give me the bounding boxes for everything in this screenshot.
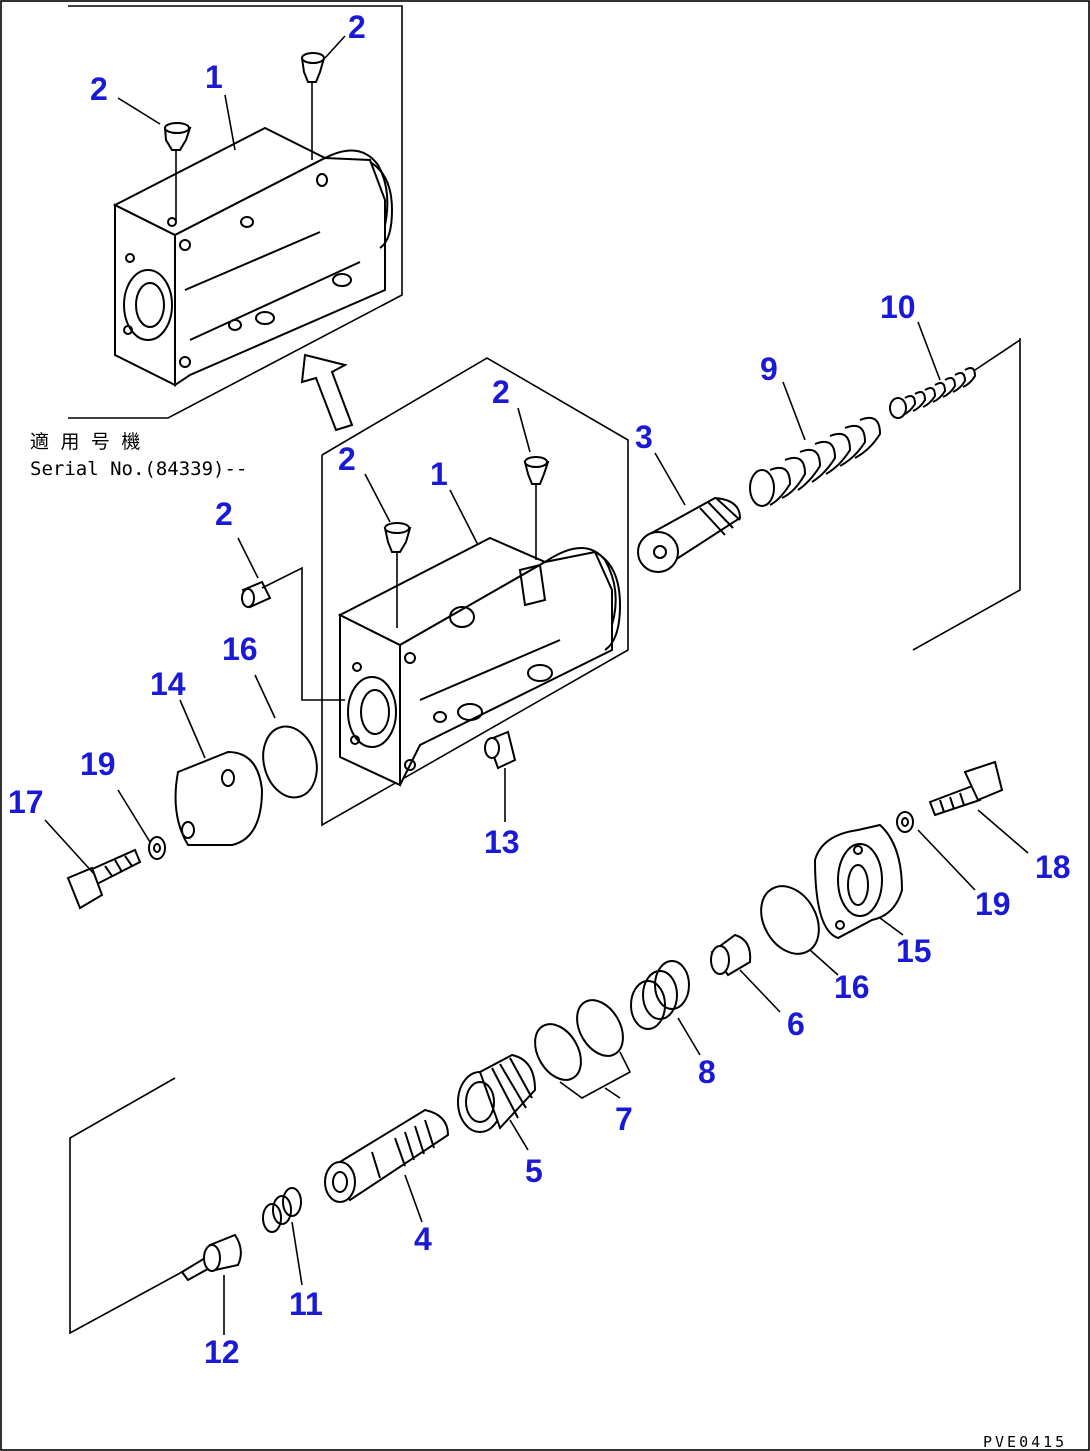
valve-body-main <box>337 536 622 787</box>
callout-8: 8 <box>698 1054 716 1090</box>
o-ring-part-7 <box>534 999 632 1099</box>
plug-part-2-upper-left <box>163 122 192 222</box>
bolt-part-18 <box>928 760 1004 817</box>
plug-part-6 <box>710 933 752 977</box>
pin-part-12 <box>180 1233 242 1282</box>
washer-part-19-right <box>896 811 914 833</box>
bolt-part-17 <box>66 848 142 910</box>
right-upper-frame <box>912 338 1021 651</box>
cover-part-15 <box>813 823 904 940</box>
callout-labels: 2 1 2 10 9 2 3 2 1 2 16 14 19 17 13 18 1… <box>8 9 1071 1370</box>
plug-part-2-main-right <box>523 456 550 560</box>
callout-2: 2 <box>338 441 356 477</box>
spring-part-9 <box>749 416 882 507</box>
callout-16: 16 <box>834 969 870 1005</box>
direction-arrow <box>300 353 354 432</box>
spring-part-11 <box>262 1187 302 1233</box>
main-box <box>321 357 629 827</box>
callout-15: 15 <box>896 933 932 969</box>
callout-2: 2 <box>348 9 366 45</box>
plug-part-2-side <box>241 566 345 701</box>
spring-part-8 <box>630 960 690 1030</box>
callout-10: 10 <box>880 289 916 325</box>
callout-13: 13 <box>484 824 520 860</box>
callout-19: 19 <box>975 886 1011 922</box>
callout-9: 9 <box>760 351 778 387</box>
applicable-serial-note: Serial No.(84339)-- <box>30 458 247 480</box>
callout-7: 7 <box>615 1101 633 1137</box>
callout-4: 4 <box>414 1221 432 1257</box>
spool-part-3 <box>637 496 742 573</box>
callout-1: 1 <box>430 456 448 492</box>
callout-16: 16 <box>222 631 258 667</box>
washer-part-19-left <box>148 836 166 860</box>
callout-18: 18 <box>1035 849 1071 885</box>
callout-12: 12 <box>204 1334 240 1370</box>
drawing-code: PVE0415 <box>983 1433 1067 1451</box>
callout-6: 6 <box>787 1006 805 1042</box>
callout-1: 1 <box>205 59 223 95</box>
leader-lines <box>44 35 1029 1335</box>
callout-17: 17 <box>8 784 44 820</box>
callout-19: 19 <box>80 746 116 782</box>
applicable-serial-note-jp: 適 用 号 機 <box>30 431 140 453</box>
callout-3: 3 <box>635 419 653 455</box>
o-ring-part-16-right <box>760 885 820 955</box>
callout-11: 11 <box>289 1286 323 1322</box>
cover-part-14 <box>174 750 264 846</box>
o-ring-part-16-left <box>262 725 318 799</box>
spool-part-4 <box>324 1108 450 1203</box>
callout-2: 2 <box>215 496 233 532</box>
sleeve-part-5 <box>457 1053 537 1133</box>
spring-part-10 <box>889 339 1021 419</box>
inset-box <box>68 5 403 419</box>
plug-part-2-upper-right <box>300 52 326 160</box>
callout-5: 5 <box>525 1153 543 1189</box>
left-lower-frame <box>69 1077 183 1335</box>
callout-2: 2 <box>492 374 510 410</box>
plug-part-13 <box>484 730 517 822</box>
callout-2: 2 <box>90 71 108 107</box>
plug-part-2-main-left <box>383 522 412 628</box>
callout-14: 14 <box>150 666 186 702</box>
valve-body-inset <box>112 126 394 387</box>
